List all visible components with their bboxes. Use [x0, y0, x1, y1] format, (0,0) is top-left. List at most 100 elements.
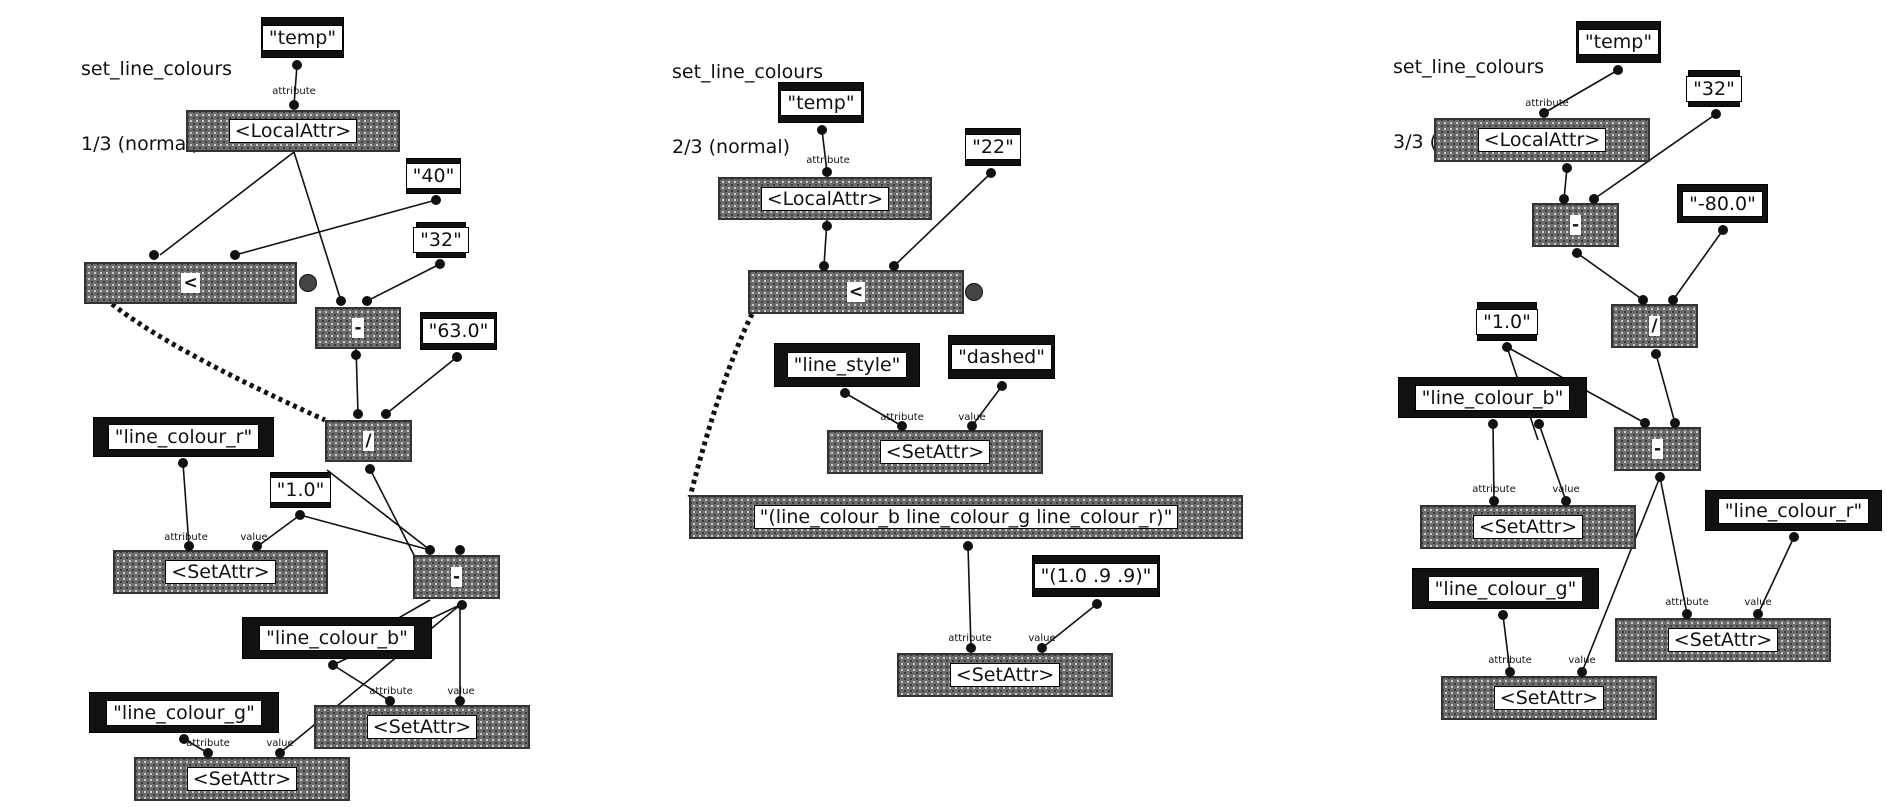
port[interactable] — [292, 60, 302, 70]
port[interactable] — [822, 167, 832, 177]
port[interactable] — [1589, 194, 1599, 204]
port[interactable] — [1577, 667, 1587, 677]
port[interactable] — [817, 125, 827, 135]
node-p1-line-colour-b[interactable]: "line_colour_b" — [242, 617, 432, 659]
port[interactable] — [1711, 109, 1721, 119]
port[interactable] — [897, 421, 907, 431]
node-p3-const-minus-80[interactable]: "-80.0" — [1677, 184, 1768, 223]
node-p1-divide[interactable]: / — [325, 420, 412, 462]
port[interactable] — [381, 409, 391, 419]
port[interactable] — [1498, 610, 1508, 620]
node-p3-localattr[interactable]: <LocalAttr> — [1434, 118, 1650, 162]
port[interactable] — [1037, 643, 1047, 653]
port[interactable] — [365, 464, 375, 474]
port[interactable] — [353, 409, 363, 419]
port[interactable] — [435, 259, 445, 269]
port[interactable] — [385, 696, 395, 706]
node-p1-const-40[interactable]: "40" — [405, 158, 462, 194]
node-p3-line-colour-b[interactable]: "line_colour_b" — [1398, 377, 1587, 418]
port[interactable] — [1562, 163, 1572, 173]
port[interactable] — [840, 388, 850, 398]
node-p1-localattr[interactable]: <LocalAttr> — [186, 110, 400, 152]
port[interactable] — [986, 168, 996, 178]
port[interactable] — [457, 600, 467, 610]
node-p3-minus-2[interactable]: - — [1614, 427, 1701, 471]
port[interactable] — [1561, 496, 1571, 506]
port[interactable] — [425, 545, 435, 555]
port[interactable] — [1640, 418, 1650, 428]
port[interactable] — [455, 545, 465, 555]
port[interactable] — [203, 748, 213, 758]
node-p1-const-1-0[interactable]: "1.0" — [269, 472, 332, 508]
node-p3-setattr-r[interactable]: <SetAttr> — [1615, 618, 1831, 662]
port[interactable] — [1668, 295, 1678, 305]
node-p2-temp[interactable]: "temp" — [778, 82, 864, 123]
node-p2-const-22[interactable]: "22" — [965, 128, 1021, 166]
node-p3-minus-1[interactable]: - — [1532, 203, 1619, 247]
port[interactable] — [1502, 342, 1512, 352]
node-p1-setattr-b[interactable]: <SetAttr> — [314, 705, 530, 749]
port[interactable] — [1789, 532, 1799, 542]
node-p1-setattr-g[interactable]: <SetAttr> — [134, 757, 350, 801]
node-p1-const-63[interactable]: "63.0" — [420, 312, 497, 350]
node-p1-less-than-knob-icon[interactable] — [299, 274, 317, 292]
port[interactable] — [966, 643, 976, 653]
port[interactable] — [1539, 108, 1549, 118]
port[interactable] — [1559, 194, 1569, 204]
port[interactable] — [997, 381, 1007, 391]
port[interactable] — [1613, 65, 1623, 75]
node-p2-line-style[interactable]: "line_style" — [774, 343, 920, 387]
port[interactable] — [1655, 472, 1665, 482]
node-p2-less-than-knob-icon[interactable] — [965, 283, 983, 301]
node-p3-line-colour-r[interactable]: "line_colour_r" — [1705, 490, 1882, 531]
port[interactable] — [1682, 609, 1692, 619]
port[interactable] — [452, 352, 462, 362]
node-p1-less-than[interactable]: < — [84, 262, 297, 304]
port[interactable] — [178, 458, 188, 468]
port[interactable] — [1505, 667, 1515, 677]
port[interactable] — [184, 541, 194, 551]
port[interactable] — [431, 195, 441, 205]
node-p1-const-32[interactable]: "32" — [413, 222, 469, 258]
node-p1-line-colour-g[interactable]: "line_colour_g" — [89, 692, 279, 733]
port[interactable] — [889, 261, 899, 271]
port[interactable] — [179, 734, 189, 744]
port[interactable] — [275, 748, 285, 758]
port[interactable] — [455, 696, 465, 706]
port[interactable] — [963, 541, 973, 551]
node-p1-minus-2[interactable]: - — [413, 555, 500, 599]
port[interactable] — [1670, 418, 1680, 428]
node-p3-line-colour-g[interactable]: "line_colour_g" — [1412, 568, 1599, 609]
node-p2-values[interactable]: "(1.0 .9 .9)" — [1032, 555, 1160, 597]
node-p1-minus-1[interactable]: - — [315, 307, 401, 349]
port[interactable] — [149, 250, 159, 260]
port[interactable] — [1534, 419, 1544, 429]
port[interactable] — [1718, 225, 1728, 235]
port[interactable] — [1572, 248, 1582, 258]
node-p2-setattr-style[interactable]: <SetAttr> — [827, 430, 1043, 474]
port[interactable] — [1753, 609, 1763, 619]
node-p1-temp[interactable]: "temp" — [261, 17, 344, 58]
port[interactable] — [1651, 349, 1661, 359]
port[interactable] — [1489, 496, 1499, 506]
node-p1-setattr-r[interactable]: <SetAttr> — [113, 550, 328, 594]
port[interactable] — [351, 350, 361, 360]
node-p2-dashed[interactable]: "dashed" — [948, 335, 1055, 379]
node-p3-temp[interactable]: "temp" — [1576, 21, 1661, 63]
node-p3-setattr-b[interactable]: <SetAttr> — [1420, 505, 1636, 549]
port[interactable] — [289, 100, 299, 110]
node-p2-localattr[interactable]: <LocalAttr> — [718, 177, 932, 220]
port[interactable] — [295, 510, 305, 520]
port[interactable] — [1638, 295, 1648, 305]
port[interactable] — [230, 250, 240, 260]
node-p2-setattr-list[interactable]: <SetAttr> — [897, 653, 1113, 697]
node-p1-line-colour-r[interactable]: "line_colour_r" — [93, 417, 274, 457]
node-p2-colour-list[interactable]: "(line_colour_b line_colour_g line_colou… — [689, 495, 1243, 539]
node-p3-const-32[interactable]: "32" — [1686, 70, 1742, 107]
node-p3-divide[interactable]: / — [1611, 304, 1698, 348]
port[interactable] — [328, 660, 338, 670]
port[interactable] — [967, 421, 977, 431]
node-p3-const-1-0[interactable]: "1.0" — [1476, 302, 1538, 341]
port[interactable] — [819, 261, 829, 271]
node-p3-setattr-g[interactable]: <SetAttr> — [1441, 676, 1657, 720]
